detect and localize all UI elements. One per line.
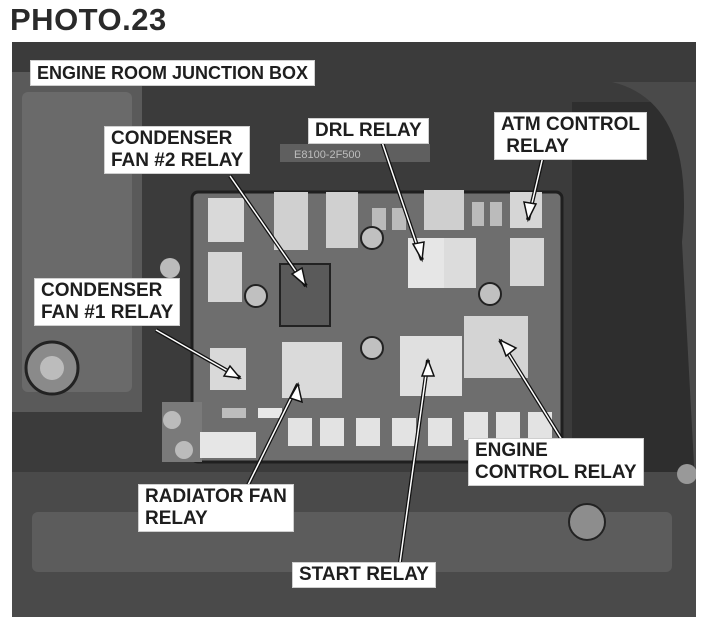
svg-text:E8100-2F500: E8100-2F500 xyxy=(294,149,361,161)
junction-box-photo: E8100-2F500 xyxy=(12,42,696,617)
label-engine-room-junction-box: ENGINE ROOM JUNCTION BOX xyxy=(30,60,316,86)
label-condenser-fan2-relay: CONDENSER FAN #2 RELAY xyxy=(104,126,251,174)
label-start-relay: START RELAY xyxy=(292,562,436,588)
label-drl-relay: DRL RELAY xyxy=(308,118,429,144)
photo-heading: PHOTO.23 xyxy=(10,2,167,37)
label-atm-control-relay: ATM CONTROL RELAY xyxy=(494,112,647,160)
label-engine-control-relay: ENGINE CONTROL RELAY xyxy=(468,438,644,486)
label-radiator-fan-relay: RADIATOR FAN RELAY xyxy=(138,484,294,532)
label-condenser-fan1-relay: CONDENSER FAN #1 RELAY xyxy=(34,278,181,326)
